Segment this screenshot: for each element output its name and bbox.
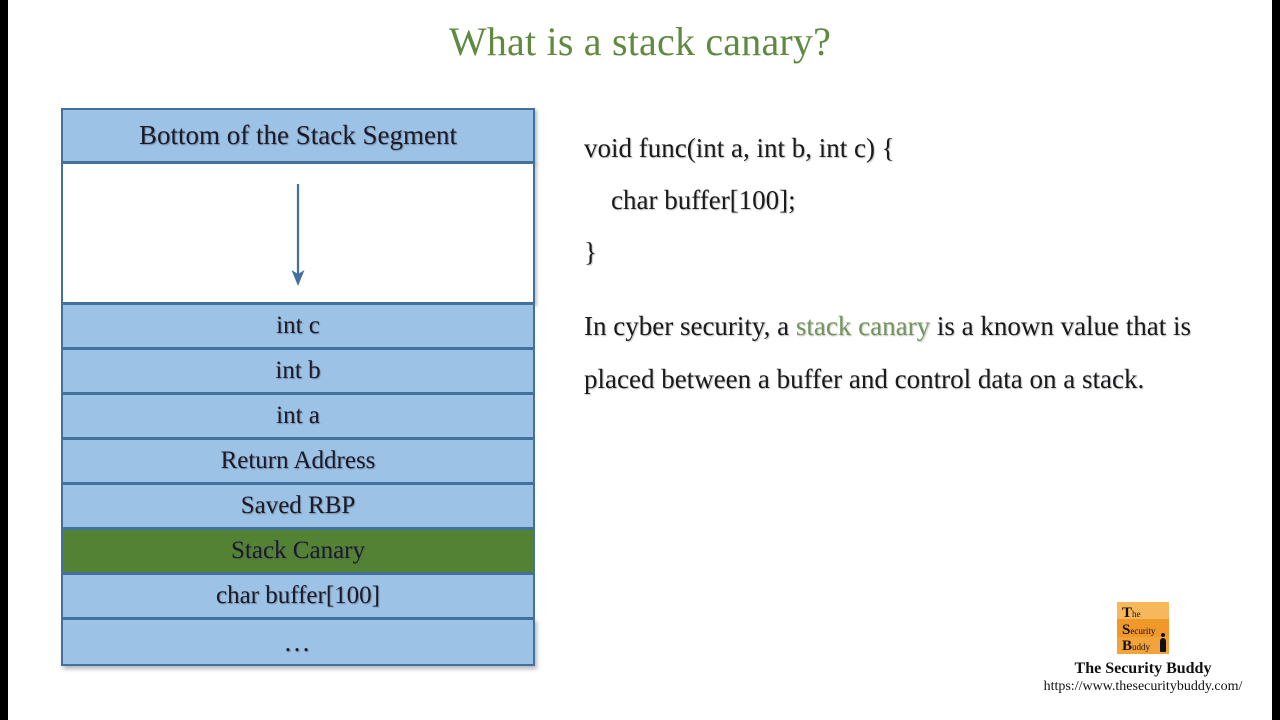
letterbox-bar-left <box>0 0 8 720</box>
stack-row-label: … <box>283 626 313 657</box>
stack-row-label: Saved RBP <box>240 492 356 519</box>
stack-row-label: char buffer[100] <box>215 582 381 609</box>
logo-word: ecurity <box>1130 626 1156 636</box>
logo-band <box>1117 602 1169 620</box>
paragraph-highlight-term: stack canary <box>795 311 931 341</box>
code-line: char buffer[100]; <box>584 185 796 215</box>
stack-header-row: Bottom of the Stack Segment <box>61 108 535 163</box>
stack-row-label: Return Address <box>220 447 376 474</box>
logo-text-row: Security <box>1122 622 1155 638</box>
logo-text-row: The <box>1122 605 1141 621</box>
stack-header-label: Bottom of the Stack Segment <box>139 120 457 150</box>
person-icon <box>1160 633 1166 652</box>
brand-name: The Security Buddy <box>1074 660 1212 677</box>
letterbox-bar-right <box>1272 0 1280 720</box>
stack-row: … <box>61 618 535 666</box>
stack-row: Saved RBP <box>61 483 535 529</box>
logo-initial: T <box>1122 605 1133 621</box>
branding-block: The Security Buddy The Security Buddy ht… <box>1018 602 1268 695</box>
stack-row-label: int b <box>275 357 321 384</box>
logo-initial: S <box>1122 622 1131 638</box>
logo-word: he <box>1132 609 1141 619</box>
down-arrow-icon <box>291 184 305 286</box>
logo-initial: B <box>1122 638 1133 654</box>
stack-row: char buffer[100] <box>61 573 535 619</box>
brand-url[interactable]: https://www.thesecuritybuddy.com/ <box>1043 679 1243 694</box>
stack-growth-region <box>61 162 535 304</box>
stack-row: int a <box>61 393 535 439</box>
security-buddy-logo-icon: The Security Buddy <box>1117 602 1169 654</box>
stack-row-canary: Stack Canary <box>61 528 535 574</box>
stack-row-label: int c <box>276 312 320 339</box>
code-line: } <box>584 237 597 267</box>
logo-band <box>1117 619 1169 637</box>
page-title: What is a stack canary? <box>448 19 832 64</box>
stack-row: int c <box>61 303 535 349</box>
logo-word: uddy <box>1132 642 1151 652</box>
code-block: void func(int a, int b, int c) { char bu… <box>584 122 1244 278</box>
stack-row-label: int a <box>276 402 320 429</box>
stack-diagram: Bottom of the Stack Segment int c int b … <box>61 108 535 666</box>
paragraph-text-before: In cyber security, a <box>584 311 796 341</box>
stack-row: int b <box>61 348 535 394</box>
logo-band <box>1117 636 1169 654</box>
paragraph-text-after: is a known value that is placed between … <box>584 311 1192 394</box>
stack-row-label: Stack Canary <box>231 537 365 564</box>
definition-paragraph: In cyber security, a stack canary is a k… <box>584 300 1249 406</box>
code-line: void func(int a, int b, int c) { <box>584 133 895 163</box>
logo-text-row: Buddy <box>1122 638 1150 654</box>
stack-row: Return Address <box>61 438 535 484</box>
